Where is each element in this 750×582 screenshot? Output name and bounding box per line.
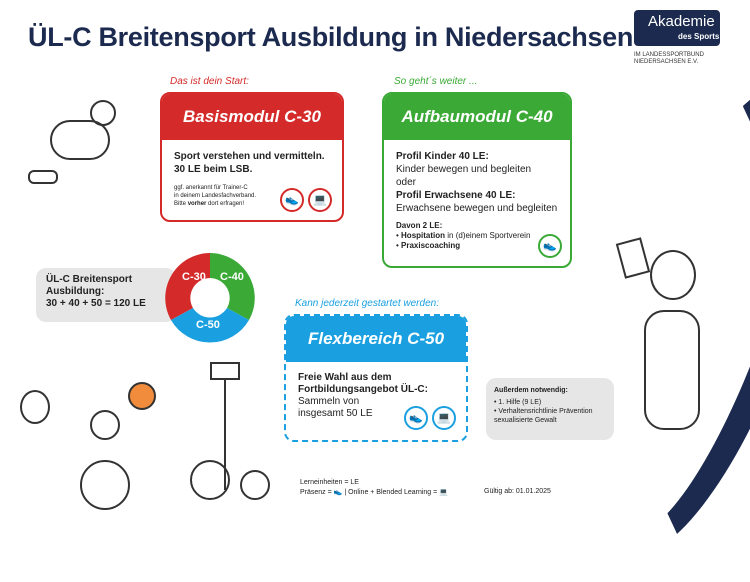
shoe-icon: 👟: [333, 489, 343, 496]
profile-kinder-heading: Profil Kinder 40 LE:: [396, 151, 489, 162]
laptop-icon: 💻: [432, 406, 456, 430]
legend: Lerneinheiten = LE Präsenz = 👟 | Online …: [300, 479, 448, 496]
basis-title: Basismodul C-30: [162, 94, 342, 140]
basis-line1: Sport verstehen und vermitteln.: [174, 151, 325, 162]
people-illustration: [10, 380, 160, 520]
ring-c50: [171, 308, 249, 343]
laptop-icon: 💻: [439, 489, 448, 496]
profile-erwachsene-text: Erwachsene bewegen und begleiten: [396, 203, 558, 214]
aufbau-title: Aufbaumodul C-40: [384, 94, 570, 140]
or-text: oder: [396, 177, 417, 188]
profile-kinder-text: Kinder bewegen und begleiten: [396, 164, 532, 175]
logo-org: IM LANDESSPORTBUND NIEDERSACHSEN E.V.: [634, 52, 704, 65]
flex-line1: Freie Wahl aus dem: [298, 372, 392, 383]
basketball-illustration: [180, 360, 280, 510]
flex-label: Kann jederzeit gestartet werden:: [295, 298, 439, 309]
shoe-icon: 👟: [404, 406, 428, 430]
athlete-illustration: [20, 100, 140, 210]
ring-label-c50: C-50: [196, 319, 220, 331]
davon-heading: Davon 2 LE:: [396, 221, 443, 230]
profile-erwachsene-heading: Profil Erwachsene 40 LE:: [396, 190, 516, 201]
ring-label-c30: C-30: [182, 271, 206, 283]
page-title: ÜL-C Breitensport Ausbildung in Niedersa…: [28, 22, 634, 52]
coach-illustration: [610, 237, 720, 490]
flex-title: Flexbereich C-50: [286, 316, 466, 362]
flex-line3: Sammeln von: [298, 396, 360, 407]
flex-line4: insgesamt 50 LE: [298, 408, 373, 419]
ring-c30: [165, 253, 210, 320]
bullet-hospitation: • Hospitation in (d)einem Sportverein: [396, 231, 531, 240]
basis-card: Basismodul C-30 Sport verstehen und verm…: [160, 92, 344, 222]
extra-item: • 1. Hilfe (9 LE): [494, 399, 542, 406]
flex-card: Flexbereich C-50 Freie Wahl aus dem Fort…: [284, 314, 468, 442]
laptop-icon: 💻: [308, 188, 332, 212]
aufbau-card: Aufbaumodul C-40 Profil Kinder 40 LE: Ki…: [382, 92, 572, 268]
ring-label-c40: C-40: [220, 271, 244, 283]
basis-label: Das ist dein Start:: [170, 76, 249, 87]
extra-box: Außerdem notwendig: • 1. Hilfe (9 LE) • …: [486, 378, 614, 440]
basis-line2: 30 LE beim LSB.: [174, 164, 253, 175]
shoe-icon: 👟: [280, 188, 304, 212]
valid-date: Gültig ab: 01.01.2025: [484, 488, 551, 495]
bullet-praxiscoaching: • Praxiscoaching: [396, 241, 461, 250]
flex-line2: Fortbildungsangebot ÜL-C:: [298, 384, 428, 395]
shoe-icon: 👟: [538, 234, 562, 258]
aufbau-label: So geht´s weiter ...: [394, 76, 478, 87]
ring-c40: [210, 253, 255, 320]
extra-item: • Verhaltensrichtlinie Prävention sexual…: [494, 408, 593, 424]
module-ring: C-30 C-40 C-50: [165, 253, 255, 343]
